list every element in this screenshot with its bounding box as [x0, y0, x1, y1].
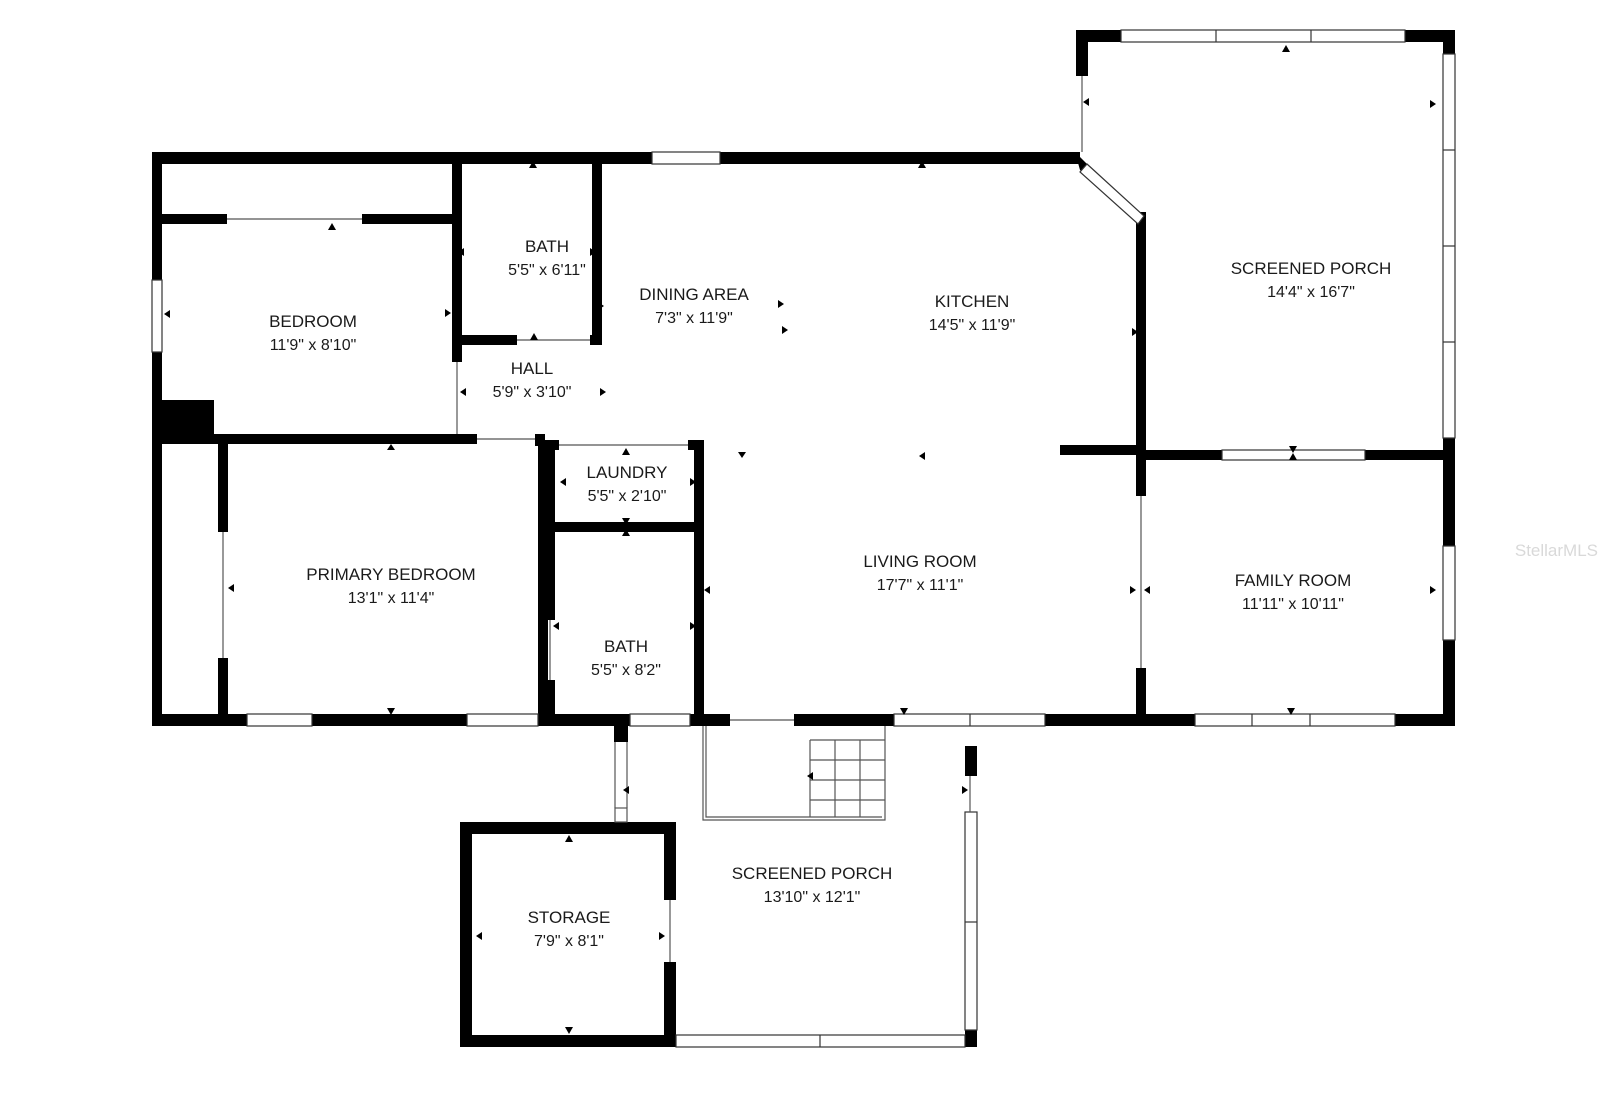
- room-dims-bedroom: 11'9" x 8'10": [270, 337, 357, 354]
- room-name-family: FAMILY ROOM: [1235, 571, 1352, 590]
- room-dims-porch-right: 14'4" x 16'7": [1267, 284, 1355, 301]
- markers: [164, 45, 1436, 1034]
- room-name-living: LIVING ROOM: [863, 552, 976, 571]
- room-dims-hall: 5'9" x 3'10": [493, 384, 572, 401]
- watermark: StellarMLS: [1515, 541, 1598, 560]
- room-dims-laundry: 5'5" x 2'10": [588, 488, 667, 505]
- room-name-kitchen: KITCHEN: [935, 292, 1010, 311]
- windows: [151, 29, 1456, 1048]
- thin-lines: [222, 76, 1142, 962]
- room-dims-primary-bedroom: 13'1" x 11'4": [348, 590, 435, 607]
- room-name-storage: STORAGE: [528, 908, 611, 927]
- room-name-porch-bottom: SCREENED PORCH: [732, 864, 893, 883]
- room-dims-dining: 7'3" x 11'9": [655, 310, 733, 327]
- room-dims-storage: 7'9" x 8'1": [534, 933, 604, 950]
- room-dims-family: 11'11" x 10'11": [1242, 596, 1344, 613]
- room-name-porch-right: SCREENED PORCH: [1231, 259, 1392, 278]
- room-dims-porch-bottom: 13'10" x 12'1": [764, 889, 861, 906]
- room-dims-kitchen: 14'5" x 11'9": [929, 317, 1016, 334]
- room-name-dining: DINING AREA: [639, 285, 749, 304]
- room-name-bedroom: BEDROOM: [269, 312, 357, 331]
- room-dims-living: 17'7" x 11'1": [877, 577, 964, 594]
- room-name-primary-bedroom: PRIMARY BEDROOM: [306, 565, 475, 584]
- room-name-laundry: LAUNDRY: [587, 463, 668, 482]
- room-labels: BEDROOM 11'9" x 8'10" BATH 5'5" x 6'11" …: [269, 237, 1391, 950]
- room-name-hall: HALL: [511, 359, 554, 378]
- room-name-bath-upper: BATH: [525, 237, 569, 256]
- walls: [152, 30, 1455, 1047]
- room-dims-bath-lower: 5'5" x 8'2": [591, 662, 661, 679]
- room-dims-bath-upper: 5'5" x 6'11": [508, 262, 586, 279]
- room-name-bath-lower: BATH: [604, 637, 648, 656]
